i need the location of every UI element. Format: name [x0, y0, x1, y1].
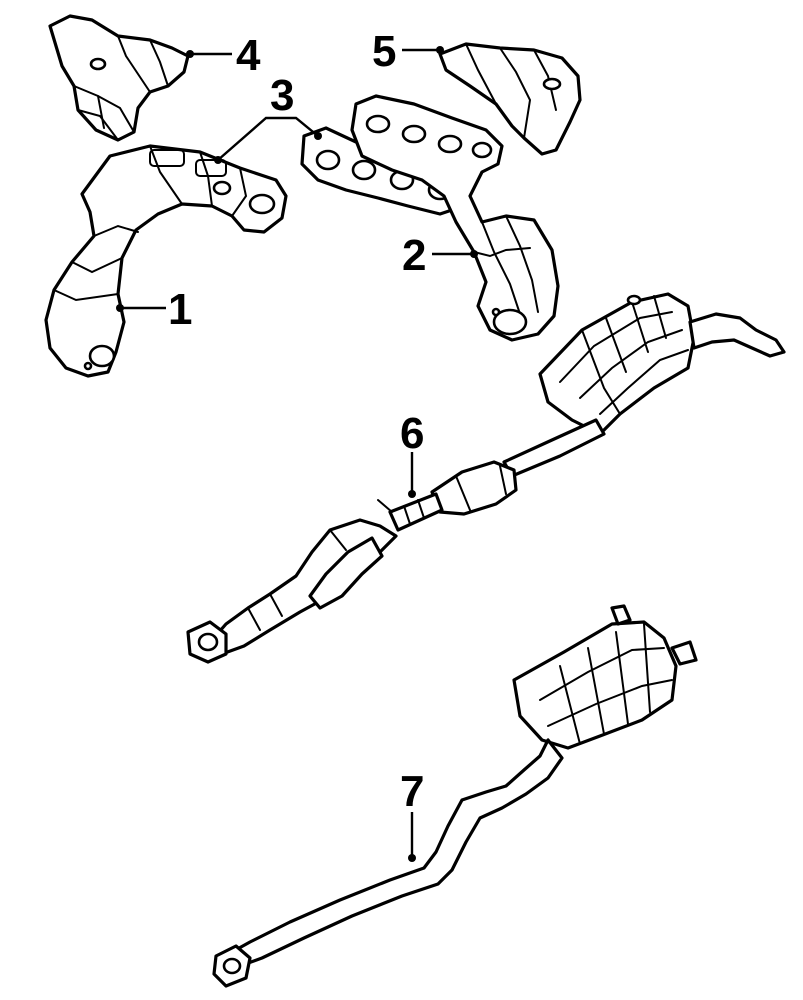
callout-2[interactable]: 2 — [402, 231, 426, 280]
callout-1[interactable]: 1 — [168, 285, 192, 334]
part-4-heat-shield[interactable] — [48, 14, 190, 142]
callout-3[interactable]: 3 — [270, 71, 294, 120]
callout-4[interactable]: 4 — [236, 31, 261, 80]
part-7-rear-pipe-assembly[interactable] — [212, 604, 698, 988]
part-5-heat-shield-rear[interactable] — [438, 42, 582, 156]
part-6-front-pipe-assembly[interactable] — [186, 292, 786, 664]
callout-7[interactable]: 7 — [400, 767, 424, 816]
part-1-exhaust-manifold-left[interactable] — [44, 144, 288, 378]
callout-leaders — [116, 46, 478, 862]
callout-6[interactable]: 6 — [400, 409, 424, 458]
callout-5[interactable]: 5 — [372, 27, 396, 76]
part-2-exhaust-manifold-right[interactable] — [350, 94, 560, 342]
